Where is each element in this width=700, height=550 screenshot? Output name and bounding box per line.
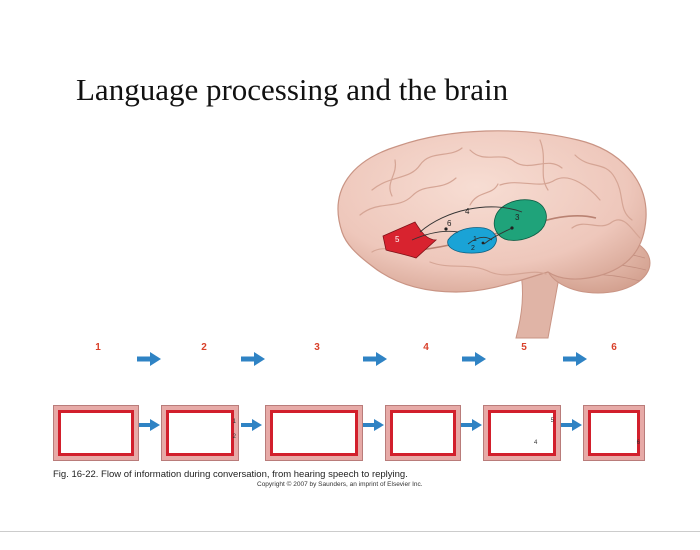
- step-number-3: 3: [314, 342, 320, 353]
- arrow-right-icon: [363, 419, 384, 431]
- arrow-right-icon: [241, 419, 262, 431]
- brain-label-5: 5: [395, 235, 400, 244]
- flow-box-2-mark-2: 2: [232, 434, 236, 440]
- step-number-5: 5: [521, 342, 527, 353]
- brain-label-6: 6: [447, 219, 452, 228]
- flow-box-3: [265, 405, 363, 461]
- brain-label-4: 4: [465, 207, 470, 216]
- brain-label-1: 1: [473, 236, 477, 243]
- flow-box-5-mark-4: 4: [534, 440, 538, 446]
- arrow-right-icon: [563, 352, 587, 366]
- flow-box-6-mark-6: 6: [636, 440, 640, 446]
- copyright-notice: Copyright © 2007 by Saunders, an imprint…: [257, 481, 423, 488]
- brain-diagram: 5 6 4 3 1 2: [337, 130, 651, 339]
- flow-box-6: 6: [583, 405, 645, 461]
- arrow-right-icon: [137, 352, 161, 366]
- slide-title: Language processing and the brain: [76, 72, 509, 107]
- arrow-right-icon: [363, 352, 387, 366]
- area-5-broca: [382, 221, 438, 259]
- arrow-right-icon: [241, 352, 265, 366]
- flow-box-2-mark-1: 1: [232, 419, 236, 425]
- step-number-6: 6: [611, 342, 617, 353]
- brain-label-2: 2: [471, 245, 475, 252]
- step-number-2: 2: [201, 342, 207, 353]
- flow-box-4: [385, 405, 461, 461]
- footer-divider: [0, 531, 700, 532]
- flow-box-5-mark-5: 5: [550, 418, 554, 424]
- pathway-6: [411, 230, 459, 241]
- arrow-right-icon: [462, 352, 486, 366]
- pathway-2-3: [483, 227, 513, 245]
- pathway-4-arcuate: [419, 206, 523, 233]
- step-number-1: 1: [95, 342, 101, 353]
- cerebrum: [337, 130, 647, 293]
- arrow-right-icon: [561, 419, 582, 431]
- arrow-right-icon: [139, 419, 160, 431]
- flow-box-2: 1 2: [161, 405, 239, 461]
- flow-box-5: 5 4: [483, 405, 561, 461]
- figure-caption: Fig. 16-22. Flow of information during c…: [53, 469, 408, 480]
- brain-label-3: 3: [515, 213, 520, 222]
- brain-stem: [515, 267, 561, 339]
- flow-box-1: [53, 405, 139, 461]
- arrow-right-icon: [461, 419, 482, 431]
- area-2-auditory: [447, 227, 497, 254]
- step-number-4: 4: [423, 342, 429, 353]
